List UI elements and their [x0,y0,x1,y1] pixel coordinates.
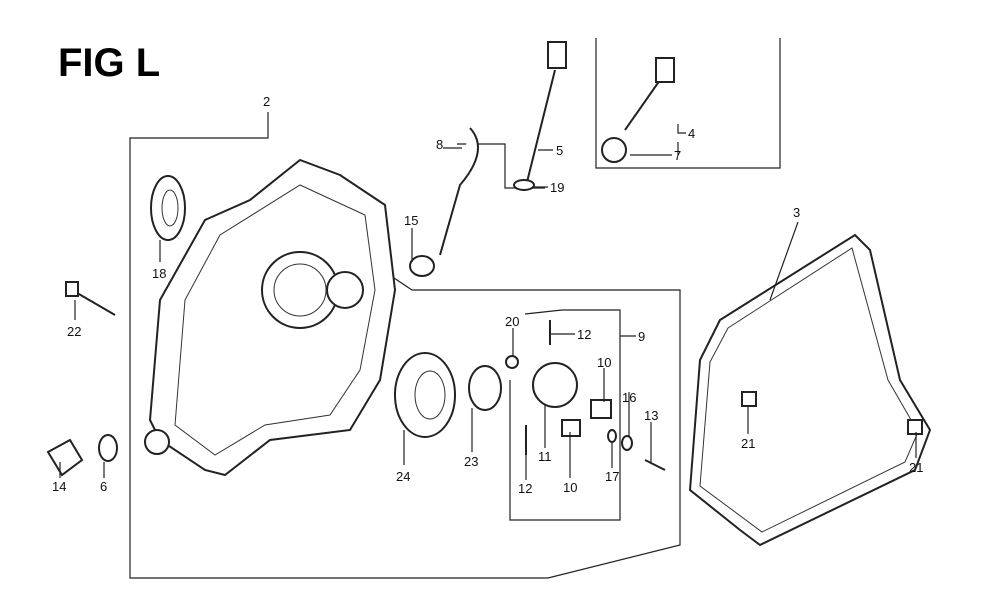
oil-pump-cover [590,399,612,419]
callout-15: 15 [404,213,418,228]
callout-2: 2 [263,94,270,109]
callout-12-lower: 12 [518,481,532,496]
callout-21-right: 21 [909,460,923,475]
callout-12-upper: 12 [577,327,591,342]
dowel-pin-21b [907,419,923,435]
callout-7: 7 [674,148,681,163]
dowel-pin-21a [741,391,757,407]
o-ring [513,179,535,191]
oil-filler-group-box [595,38,781,169]
crankcase-cover-group-bracket [129,112,681,579]
callout-22: 22 [67,324,81,339]
flange-bolt [71,289,116,316]
callout-19: 19 [550,180,564,195]
oil-filler-cap [624,79,661,131]
washer-16 [621,435,633,451]
callout-24: 24 [396,469,410,484]
callout-9: 9 [638,329,645,344]
callout-10-upper: 10 [597,355,611,370]
breather-tube [439,127,479,256]
callout-18: 18 [152,266,166,281]
callout-16: 16 [622,390,636,405]
oil-pump-rotor [532,362,578,408]
callout-6: 6 [100,479,107,494]
callout-4: 4 [688,126,695,141]
crankcase-cover [144,158,397,477]
callout-20: 20 [505,314,519,329]
callout-21-left: 21 [741,436,755,451]
oil-seal [150,175,186,241]
callout-11: 11 [538,449,552,464]
figure-title: FIG L [58,41,160,85]
o-ring-small [607,429,617,443]
callout-10-lower: 10 [563,480,577,495]
callout-17: 17 [605,469,619,484]
callout-13: 13 [644,408,658,423]
drain-plug [46,438,84,477]
washer [505,355,519,369]
filler-cap-gasket [601,137,627,163]
bolt-13 [644,459,666,471]
oil-pump-group-box [509,309,621,521]
callout-5: 5 [556,143,563,158]
callout-23: 23 [464,454,478,469]
callout-3: 3 [793,205,800,220]
callout-14: 14 [52,479,66,494]
ball-bearing-large [394,352,456,438]
pump-shaft [561,419,581,437]
tube-clamp [409,255,435,277]
callouts: 2 8 5 19 4 7 15 18 3 22 20 12 9 10 16 13… [52,94,923,496]
sealing-washer [98,434,118,462]
dipstick [524,69,556,191]
ball-bearing-small [468,365,502,411]
callout-8: 8 [436,137,443,152]
